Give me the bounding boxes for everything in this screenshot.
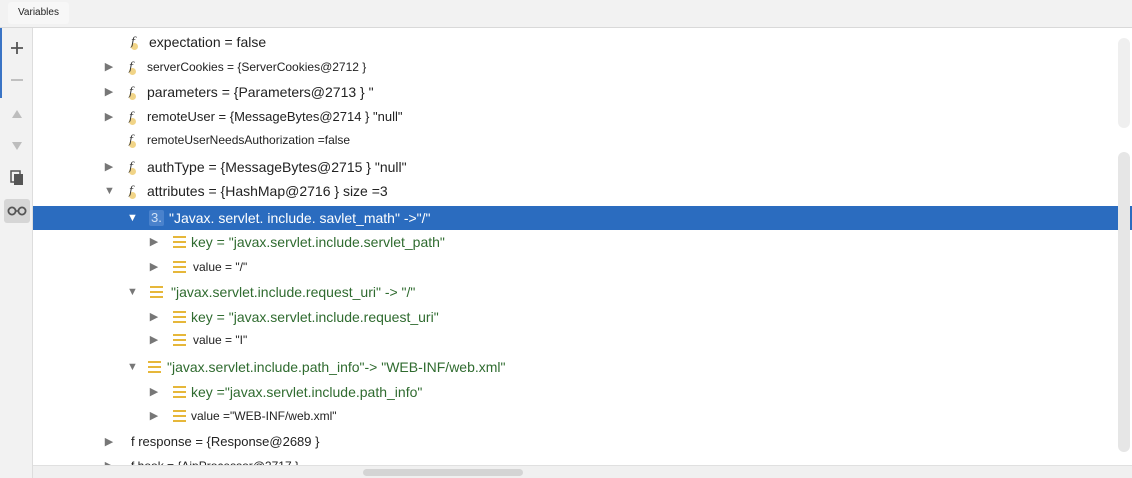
chevron-down-icon[interactable]: ▼ xyxy=(127,361,138,373)
focus-indicator xyxy=(0,28,2,98)
plus-icon[interactable] xyxy=(4,36,30,60)
row-text: value = "I" xyxy=(193,333,248,347)
tree-row-serverCookies[interactable]: ▶ f serverCookies = {ServerCookies@2712 … xyxy=(33,55,1132,79)
row-text: serverCookies = {ServerCookies@2712 } xyxy=(147,60,367,74)
tree-row-entry-3[interactable]: ▼ 3. "Javax. servlet. include. savlet_ma… xyxy=(33,206,1132,230)
row-text: remoteUser = {MessageBytes@2714 } "null" xyxy=(147,109,403,124)
row-text: f response = {Response@2689 } xyxy=(131,434,320,449)
row-text: authType = {MessageBytes@2715 } "null" xyxy=(147,159,407,175)
field-icon: f xyxy=(123,132,139,148)
map-entry-icon xyxy=(173,311,186,323)
tree-row-request-uri-value[interactable]: ▶ value = "I" xyxy=(33,328,1132,352)
tree-row-remoteUser[interactable]: ▶ f remoteUser = {MessageBytes@2714 } "n… xyxy=(33,105,1132,129)
row-text: key = "javax.servlet.include.request_uri… xyxy=(191,309,439,325)
tree-row-entry3-value[interactable]: ▶ value = "/" xyxy=(33,255,1132,279)
map-entry-icon xyxy=(173,386,186,398)
map-entry-icon xyxy=(148,361,161,373)
arrow-up-icon[interactable] xyxy=(4,102,30,126)
vertical-scrollbar[interactable] xyxy=(1118,152,1130,452)
chevron-right-icon[interactable]: ▶ xyxy=(149,261,159,273)
field-icon: f xyxy=(123,84,139,100)
tree-row-path-info-value[interactable]: ▶ value ="WEB-INF/web.xml" xyxy=(33,404,1132,428)
variables-tree: f expectation = false ▶ f serverCookies … xyxy=(33,28,1132,478)
chevron-right-icon[interactable]: ▶ xyxy=(104,86,114,98)
map-entry-icon xyxy=(173,410,186,422)
tree-row-authType[interactable]: ▶ f authType = {MessageBytes@2715 } "nul… xyxy=(33,155,1132,179)
row-text: "Javax. servlet. include. savlet_math" -… xyxy=(169,210,431,226)
tree-row-remoteUserNeedsAuthorization[interactable]: f remoteUserNeedsAuthorization =false xyxy=(33,128,1132,152)
row-text: key = "javax.servlet.include.servlet_pat… xyxy=(191,234,445,250)
row-text: remoteUserNeedsAuthorization =false xyxy=(147,133,351,147)
row-text: value ="WEB-INF/web.xml" xyxy=(191,409,337,423)
row-text: attributes = {HashMap@2716 } size =3 xyxy=(147,183,388,199)
watch-glasses-icon[interactable] xyxy=(4,199,30,223)
row-text: "javax.servlet.include.path_info"-> "WEB… xyxy=(167,359,506,375)
tree-row-expectation[interactable]: f expectation = false xyxy=(33,30,1132,54)
row-text: value = "/" xyxy=(193,260,248,274)
chevron-right-icon[interactable]: ▶ xyxy=(149,334,159,346)
chevron-right-icon[interactable]: ▶ xyxy=(104,111,114,123)
map-entry-icon xyxy=(150,286,163,298)
debug-toolbar xyxy=(0,28,33,478)
chevron-right-icon[interactable]: ▶ xyxy=(149,386,159,398)
row-text: parameters = {Parameters@2713 } " xyxy=(147,84,374,100)
tree-row-entry-request-uri[interactable]: ▼ "javax.servlet.include.request_uri" ->… xyxy=(33,280,1132,304)
horizontal-scrollbar[interactable] xyxy=(33,465,1132,478)
tree-row-path-info-key[interactable]: ▶ key ="javax.servlet.include.path_info" xyxy=(33,380,1132,404)
chevron-down-icon[interactable]: ▼ xyxy=(127,286,138,298)
field-icon: f xyxy=(123,159,139,175)
chevron-right-icon[interactable]: ▶ xyxy=(104,61,114,73)
panel-header: Variables xyxy=(0,0,1132,28)
tree-row-response[interactable]: ▶ f response = {Response@2689 } xyxy=(33,430,1132,454)
arrow-down-icon[interactable] xyxy=(4,134,30,158)
chevron-down-icon[interactable]: ▼ xyxy=(104,185,115,197)
field-icon: f xyxy=(123,183,139,199)
tree-row-parameters[interactable]: ▶ f parameters = {Parameters@2713 } " xyxy=(33,80,1132,104)
field-icon: f xyxy=(123,109,139,125)
tree-row-entry3-key[interactable]: ▶ key = "javax.servlet.include.servlet_p… xyxy=(33,230,1132,254)
entry-index: 3. xyxy=(149,210,164,226)
chevron-right-icon[interactable]: ▶ xyxy=(149,410,159,422)
map-entry-icon xyxy=(173,261,186,273)
chevron-right-icon[interactable]: ▶ xyxy=(149,311,159,323)
vertical-scrollbar-upper[interactable] xyxy=(1118,38,1130,128)
map-entry-icon xyxy=(173,236,186,248)
chevron-right-icon[interactable]: ▶ xyxy=(149,236,159,248)
tree-row-request-uri-key[interactable]: ▶ key = "javax.servlet.include.request_u… xyxy=(33,305,1132,329)
horizontal-scrollbar-thumb[interactable] xyxy=(363,469,523,476)
map-entry-icon xyxy=(173,334,186,346)
chevron-right-icon[interactable]: ▶ xyxy=(104,161,114,173)
field-icon: f xyxy=(123,59,139,75)
row-text: key ="javax.servlet.include.path_info" xyxy=(191,384,423,400)
tree-row-attributes[interactable]: ▼ f attributes = {HashMap@2716 } size =3 xyxy=(33,179,1132,203)
tab-variables[interactable]: Variables xyxy=(8,2,69,24)
chevron-down-icon[interactable]: ▼ xyxy=(127,212,138,224)
tree-row-entry-path-info[interactable]: ▼ "javax.servlet.include.path_info"-> "W… xyxy=(33,355,1132,379)
chevron-right-icon[interactable]: ▶ xyxy=(104,436,114,448)
row-text: "javax.servlet.include.request_uri" -> "… xyxy=(171,284,416,300)
row-text: expectation = false xyxy=(149,34,267,50)
field-icon: f xyxy=(125,34,141,50)
copy-icon[interactable] xyxy=(4,166,30,190)
minus-icon[interactable] xyxy=(4,68,30,92)
